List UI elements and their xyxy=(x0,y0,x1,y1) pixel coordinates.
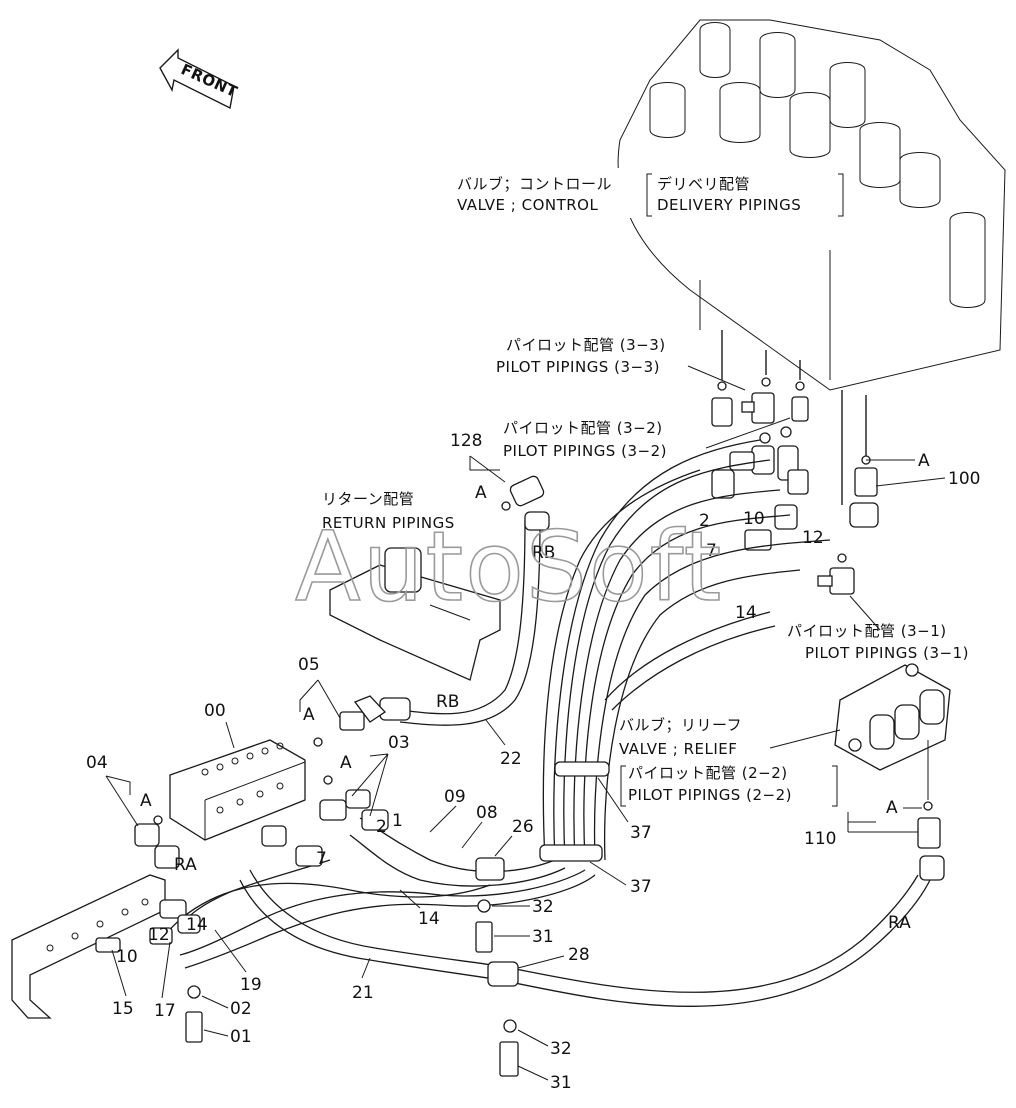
relief-en: VALVE ; RELIEF xyxy=(619,740,737,758)
callout-04-group: 04 A xyxy=(86,753,163,827)
callout-37-upper: 37 xyxy=(630,823,652,843)
callout-01: 01 xyxy=(230,1027,252,1047)
callout-ra-right: RA xyxy=(888,913,911,933)
pilot-3-1-en: PILOT PIPINGS (3−1) xyxy=(805,644,969,662)
pilot-3-3-jp: パイロット配管 (3−3) xyxy=(506,336,666,354)
return-pipings-drawing: リターン配管 RETURN PIPINGS 128 A xyxy=(322,431,545,681)
callout-31-upper: 31 xyxy=(532,927,554,947)
callout-04: 04 xyxy=(86,753,108,773)
callout-rb-return: RB xyxy=(532,543,555,563)
callout-12-lower: 12 xyxy=(148,925,170,945)
pilot-3-3-label: パイロット配管 (3−3) PILOT PIPINGS (3−3) xyxy=(496,336,746,391)
callout-17: 17 xyxy=(154,1001,176,1021)
valve-block-00: 00 xyxy=(169,701,306,841)
return-jp: リターン配管 xyxy=(322,490,414,508)
fittings-lower-left xyxy=(95,711,519,1077)
fitting-110: A 110 xyxy=(804,798,945,881)
callout-2-lower: 2 xyxy=(376,817,387,837)
callout-a-110: A xyxy=(886,798,898,818)
callout-03: 03 xyxy=(388,733,410,753)
callout-14-lower: 14 xyxy=(418,909,440,929)
callout-03-group: 03 A xyxy=(323,733,410,817)
return-en: RETURN PIPINGS xyxy=(322,514,455,532)
pilot-3-1-label: パイロット配管 (3−1) PILOT PIPINGS (3−1) xyxy=(787,595,969,662)
callout-a-128: A xyxy=(475,483,487,503)
callout-rb-lower: RB xyxy=(436,692,459,712)
callout-31-lower: 31 xyxy=(550,1073,572,1093)
delivery-jp: デリベリ配管 xyxy=(657,175,750,193)
control-valve-label: バルブ；コントロール VALVE ; CONTROL デリベリ配管 DELIVE… xyxy=(450,168,850,218)
callout-7-lower: 7 xyxy=(316,849,327,869)
relief-valve-label: バルブ；リリーフ VALVE ; RELIEF パイロット配管 (2−2) PI… xyxy=(614,714,841,807)
relief-jp: バルブ；リリーフ xyxy=(619,716,742,734)
pilot-3-3-en: PILOT PIPINGS (3−3) xyxy=(496,358,660,376)
callout-21: 21 xyxy=(352,983,374,1003)
callout-10-upper: 10 xyxy=(743,509,765,529)
callout-14-left: 14 xyxy=(186,915,208,935)
callout-09: 09 xyxy=(444,787,466,807)
callout-110: 110 xyxy=(804,829,836,849)
pilot-3-1-jp: パイロット配管 (3−1) xyxy=(787,622,947,640)
callout-128: 128 xyxy=(450,431,482,451)
callout-a-100: A xyxy=(918,451,930,471)
callout-1-lower: 1 xyxy=(392,811,403,831)
callout-08: 08 xyxy=(476,803,498,823)
callout-a-03: A xyxy=(340,753,352,773)
callout-19: 19 xyxy=(240,975,262,995)
pilot-3-2-en: PILOT PIPINGS (3−2) xyxy=(503,442,667,460)
pilot-3-2-jp: パイロット配管 (3−2) xyxy=(503,419,663,437)
watermark: AutoSoft xyxy=(295,511,723,623)
callout-15: 15 xyxy=(112,999,134,1019)
front-label: FRONT xyxy=(178,60,240,101)
callout-02: 02 xyxy=(230,999,252,1019)
clamps xyxy=(475,761,610,987)
callout-a-05: A xyxy=(303,705,315,725)
callout-ra-left: RA xyxy=(174,855,197,875)
delivery-en: DELIVERY PIPINGS xyxy=(657,196,801,214)
front-arrow-icon: FRONT xyxy=(159,48,241,110)
callout-22: 22 xyxy=(500,749,522,769)
pilot-3-2-label: パイロット配管 (3−2) PILOT PIPINGS (3−2) xyxy=(498,417,791,462)
callout-2-upper: 2 xyxy=(699,511,710,531)
control-valve-jp: バルブ；コントロール xyxy=(457,175,612,193)
callout-37-lower: 37 xyxy=(630,877,652,897)
fitting-100: A 100 12 xyxy=(802,451,980,595)
callout-100: 100 xyxy=(948,469,980,489)
callout-14-upper: 14 xyxy=(735,603,757,623)
control-valve-drawing xyxy=(617,19,1006,505)
callout-28: 28 xyxy=(568,945,590,965)
pilot-2-2-en: PILOT PIPINGS (2−2) xyxy=(628,786,792,804)
control-valve-en: VALVE ; CONTROL xyxy=(457,196,598,214)
callout-26: 26 xyxy=(512,817,534,837)
callout-32-upper: 32 xyxy=(532,897,554,917)
callout-32-lower: 32 xyxy=(550,1039,572,1059)
callout-05: 05 xyxy=(298,655,320,675)
callout-7-upper: 7 xyxy=(706,541,717,561)
relief-valve-drawing xyxy=(834,663,951,800)
pilot-2-2-jp: パイロット配管 (2−2) xyxy=(628,764,788,782)
callout-a-04: A xyxy=(140,791,152,811)
bracket-plate xyxy=(11,874,166,1019)
callout-00: 00 xyxy=(204,701,226,721)
callout-12-top: 12 xyxy=(802,528,824,548)
callout-05-group: 05 A xyxy=(298,655,341,747)
callout-10-left: 10 xyxy=(116,947,138,967)
